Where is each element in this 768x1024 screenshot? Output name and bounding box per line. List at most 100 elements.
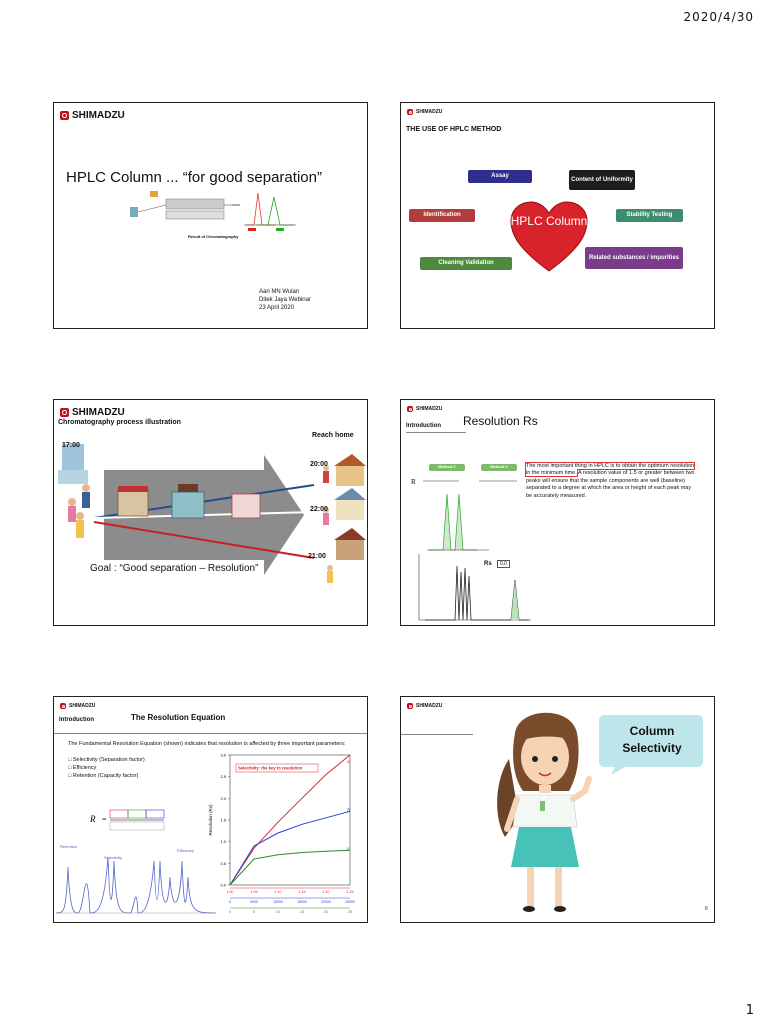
description-rest: A resolution value of 1.5 or greater bet… [526, 470, 695, 499]
y-tick-label: 3.0 [220, 753, 226, 758]
x-tick-label: 5000 [250, 900, 258, 904]
page-number: 1 [745, 1003, 754, 1018]
slide-5-resolution-equation[interactable]: SHIMADZU Introduction The Resolution Equ… [53, 696, 368, 923]
slide-2-hplc-uses[interactable]: SHIMADZU THE USE OF HPLC METHOD HPLC Col… [400, 102, 715, 329]
time-start: 17:00 [62, 442, 80, 449]
series-line-1 [229, 810, 351, 886]
shimadzu-logo-icon [407, 109, 413, 115]
logo-text: SHIMADZU [416, 703, 443, 709]
author-name: Aari MN Wulan [259, 289, 300, 295]
time-arrival-3: 21:00 [308, 553, 326, 560]
heart-label: HPLC Column [510, 214, 588, 228]
param-text: Retention (Capacity factor) [72, 773, 139, 779]
slide-number: 6 [705, 906, 708, 912]
bullet-icon: □ [68, 757, 73, 763]
header-rule [54, 733, 367, 734]
x-tick-label: 15 [300, 910, 304, 914]
x-tick-label: 5 [253, 910, 255, 914]
hplc-system-diagram [130, 191, 296, 231]
series-label: k [347, 847, 350, 852]
x-tick-label: 1.10 [275, 890, 282, 894]
param-retention: □ Retention (Capacity factor) [68, 773, 138, 780]
svg-text:R: R [411, 478, 416, 486]
x-tick-label: 25 [348, 910, 352, 914]
slide-heading: THE USE OF HPLC METHOD [406, 126, 502, 133]
chart-banner-text: Selectivity: the key to resolution [238, 766, 303, 771]
shimadzu-logo-icon [407, 406, 413, 412]
chromatogram-trace [418, 554, 531, 621]
shimadzu-logo-icon [60, 111, 69, 120]
shimadzu-logo-icon [60, 408, 69, 417]
shimadzu-logo-icon [407, 703, 413, 709]
goal-text: Goal : “Good separation – Resolution” [90, 563, 259, 574]
slide-heading: Chromatography process illustration [58, 419, 181, 426]
use-content-uniformity: Content of Uniformity [569, 170, 635, 190]
series-line-0 [229, 754, 351, 886]
x-tick-label: 0 [229, 900, 231, 904]
highlighted-sentence: The most important thing in HPLC is to o… [524, 461, 696, 478]
efficiency-label: Efficiency [177, 848, 195, 853]
shimadzu-logo: SHIMADZU [60, 407, 125, 418]
journey-illustration [58, 444, 366, 583]
method-2-tag: Method 2 [481, 464, 517, 471]
retention-label: Retention [60, 844, 78, 849]
x-tick-label: 1.25 [347, 890, 354, 894]
x-tick-label: 10 [276, 910, 280, 914]
chart-banner-box [235, 763, 319, 773]
x-tick-label: 20 [324, 910, 328, 914]
logo-text: SHIMADZU [72, 407, 125, 418]
logo-text: SHIMADZU [72, 110, 125, 121]
reach-home-label: Reach home [312, 432, 354, 439]
use-related-substances: Related substances / impurities [585, 247, 683, 269]
header-rule [401, 734, 473, 735]
selectivity-label: Selectivity [104, 855, 123, 860]
resolution-formula-peaks: R [411, 478, 517, 551]
svg-text:R: R [90, 814, 96, 824]
presentation-date: 23 April 2020 [259, 305, 295, 311]
shimadzu-logo: SHIMADZU [407, 109, 442, 115]
print-date: 2020/4/30 [683, 10, 754, 24]
intro-text: The Fundamental Resolution Equation (sho… [68, 741, 346, 747]
method-1-tag: Method 1 [429, 464, 465, 471]
shimadzu-logo: SHIMADZU [407, 703, 442, 709]
y-tick-label: 0.5 [220, 861, 226, 866]
y-axis-label: Resolution (Rs) [208, 804, 213, 836]
slide-title: HPLC Column ... “for good separation” [66, 169, 322, 186]
section-label: Introduction [59, 717, 94, 723]
x-tick-label: 1.15 [299, 890, 306, 894]
shimadzu-logo: SHIMADZU [407, 406, 442, 412]
series-label: N [346, 808, 351, 813]
use-stability-testing: Stability Testing [616, 209, 683, 222]
slide-6-column-selectivity[interactable]: SHIMADZU Column Selectivity 6 [400, 696, 715, 923]
bullet-icon: □ [68, 773, 73, 779]
event-name: Ditek Jaya Webinar [259, 297, 311, 303]
chromatogram-peaks [55, 856, 217, 914]
param-efficiency: □ Efficiency [68, 765, 96, 772]
slide-1-title[interactable]: SHIMADZU HPLC Column ... “for good separ… [53, 102, 368, 329]
use-assay: Assay [468, 170, 532, 183]
use-cleaning-validation: Cleaning Validation [420, 257, 512, 270]
param-text: Efficiency [72, 765, 97, 771]
section-label: Introduction [406, 423, 441, 429]
use-identification: Identification [409, 209, 475, 222]
x-tick-label: 25000 [345, 900, 355, 904]
slide-4-resolution-rs[interactable]: SHIMADZU Introduction Resolution Rs Meth… [400, 399, 715, 626]
rs-value-box: 0.0 [497, 560, 510, 568]
cartoon-girl-illustration [497, 712, 592, 912]
y-tick-label: 1.0 [220, 839, 226, 844]
series-label: α [347, 760, 350, 765]
x-tick-label: 1.00 [227, 890, 234, 894]
x-tick-label: 15000 [297, 900, 307, 904]
time-arrival-2: 22:00 [310, 506, 328, 513]
resolution-equation: R = [90, 809, 165, 831]
logo-text: SHIMADZU [416, 109, 443, 115]
x-tick-label: 1.05 [251, 890, 258, 894]
param-selectivity: □ Selectivity (Separation factor) [68, 757, 145, 764]
series-line-2 [229, 849, 351, 886]
x-tick-label: 10000 [273, 900, 283, 904]
bullet-icon: □ [68, 765, 73, 771]
slide-title: Resolution Rs [463, 414, 538, 428]
slide-3-chromatography-illustration[interactable]: SHIMADZU Chromatography process illustra… [53, 399, 368, 626]
rs-label: Rs [484, 561, 492, 567]
